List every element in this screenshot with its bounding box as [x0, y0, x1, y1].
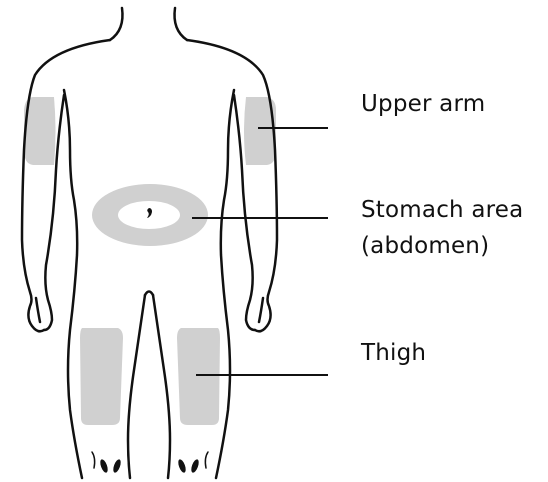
abdomen-label: (abdomen) [361, 229, 489, 263]
crotch [145, 292, 153, 296]
left-hand-detail [36, 298, 40, 322]
knee-right-a [177, 458, 187, 473]
right-leg-inner [153, 295, 170, 478]
right-arm-outer [187, 40, 277, 331]
knee-left-b [112, 458, 122, 473]
navel [147, 208, 152, 218]
thigh-area-left [80, 328, 123, 425]
knee-line-right [205, 452, 208, 468]
left-arm-outer [22, 40, 110, 331]
neck-left [110, 8, 123, 40]
stomach-area-label: Stomach area [361, 193, 523, 227]
right-hand-detail [259, 298, 263, 322]
knee-right-b [190, 458, 200, 473]
knee-lines [92, 452, 208, 468]
knee-line-left [92, 452, 95, 468]
left-torso [64, 90, 82, 478]
upper-arm-label: Upper arm [361, 87, 485, 121]
knee-left-a [99, 458, 109, 473]
thigh-label: Thigh [361, 336, 426, 370]
neck-right [175, 8, 188, 40]
left-leg-inner [128, 295, 145, 478]
thigh-area-right [177, 328, 220, 425]
